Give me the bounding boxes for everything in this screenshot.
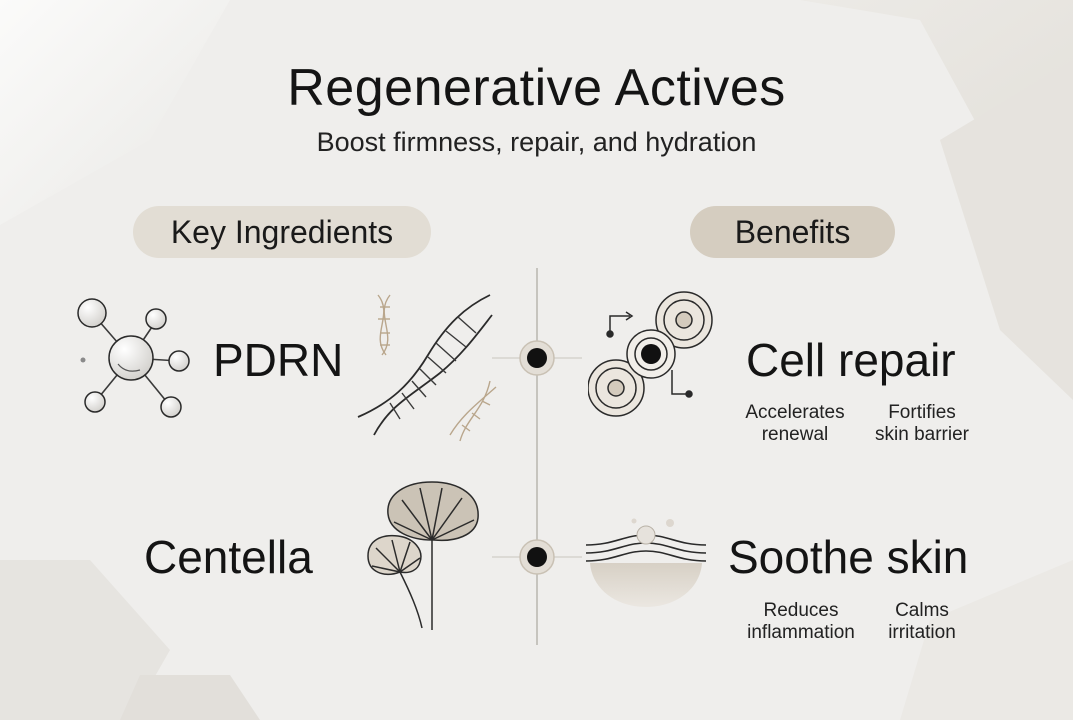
detail-fortifies-barrier: Fortifies skin barrier [862, 402, 982, 446]
benefit-soothe-skin: Soothe skin [728, 531, 969, 583]
detail-reduces-inflammation: Reduces inflammation [738, 600, 864, 644]
page-title: Regenerative Actives [287, 59, 786, 117]
top-left-shape [0, 0, 230, 225]
detail-accelerates-renewal-line-1: Accelerates [745, 402, 845, 423]
detail-calms-irritation: Calms irritation [872, 600, 972, 644]
connector-node-pdrn [519, 340, 555, 376]
ingredient-pdrn: PDRN [213, 334, 344, 386]
skin-layers-icon [585, 518, 707, 607]
detail-reduces-inflammation-line-2: inflammation [747, 622, 855, 643]
detail-accelerates-renewal: Accelerates renewal [733, 402, 857, 446]
bottom-right-shape [900, 560, 1073, 720]
key-ingredients-heading: Key Ingredients [133, 206, 431, 258]
detail-calms-irritation-line-2: irritation [888, 622, 956, 643]
molecule-icon [77, 298, 190, 418]
detail-accelerates-renewal-line-2: renewal [761, 424, 829, 445]
detail-fortifies-barrier-line-2: skin barrier [875, 424, 969, 445]
ingredient-centella: Centella [144, 531, 313, 583]
page-subtitle: Boost firmness, repair, and hydration [316, 127, 757, 157]
detail-calms-irritation-line-1: Calms [895, 600, 949, 621]
benefit-cell-repair: Cell repair [746, 334, 956, 386]
key-ingredients-label: Key Ingredients [170, 213, 394, 250]
right-shape [940, 60, 1073, 400]
detail-reduces-inflammation-line-1: Reduces [763, 600, 839, 621]
centella-leaf-icon [367, 481, 479, 630]
bottom-left-small-shape [120, 675, 260, 720]
dna-helix-icon [357, 294, 497, 442]
bottom-left-shape [0, 560, 170, 720]
connector-node-centella [519, 539, 555, 575]
benefits-heading: Benefits [690, 206, 895, 258]
cell-regeneration-icon [588, 291, 713, 417]
benefits-label: Benefits [734, 213, 851, 250]
detail-fortifies-barrier-line-1: Fortifies [888, 402, 956, 423]
